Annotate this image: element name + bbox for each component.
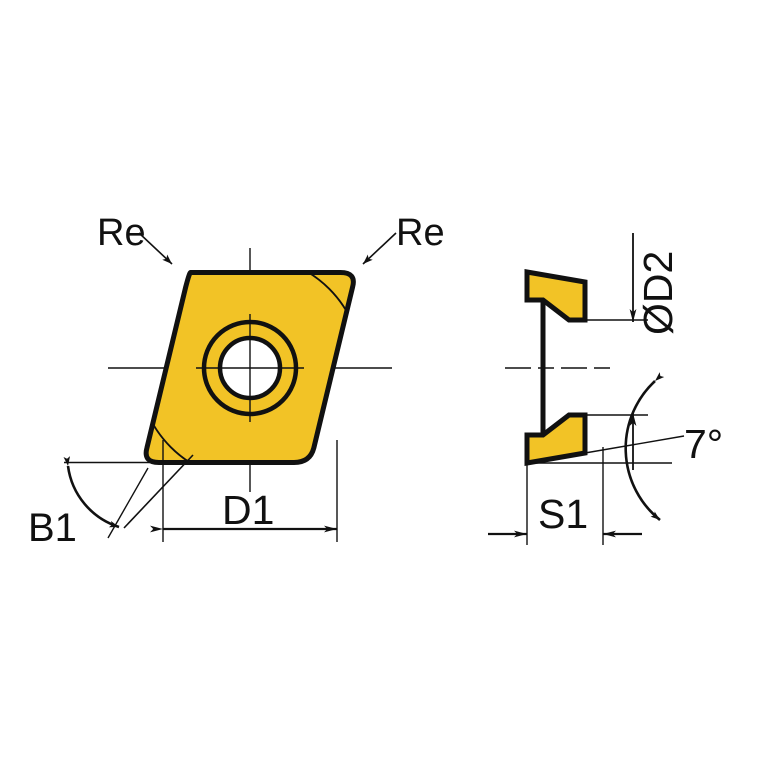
d2-dimension: ØD2 xyxy=(629,233,681,470)
s1-dimension: S1 xyxy=(488,447,642,545)
b1-angle-arc xyxy=(63,456,120,529)
s1-label: S1 xyxy=(538,491,588,537)
b1-angle-callout: B1 xyxy=(28,454,194,550)
re-left-leader-line xyxy=(138,232,173,265)
d1-label: D1 xyxy=(222,487,274,533)
re-right-label: Re xyxy=(396,212,445,254)
section-view xyxy=(505,269,648,466)
d2-label: ØD2 xyxy=(635,251,681,335)
plan-view xyxy=(108,248,392,492)
d1-dimension: D1 xyxy=(150,440,338,542)
clearance-angle-label: 7° xyxy=(684,421,723,467)
clearance-angle-arc xyxy=(624,372,665,522)
clearance-angle-callout: 7° xyxy=(527,372,723,522)
b1-angle-leg xyxy=(123,454,194,529)
clearance-flank-extension xyxy=(584,435,685,454)
b1-label: B1 xyxy=(28,506,77,550)
re-left-label: Re xyxy=(97,212,146,254)
re-left-callout: Re xyxy=(97,212,173,265)
re-right-leader-line xyxy=(362,232,397,265)
section-upper-body xyxy=(524,269,588,323)
re-right-callout: Re xyxy=(362,212,445,265)
